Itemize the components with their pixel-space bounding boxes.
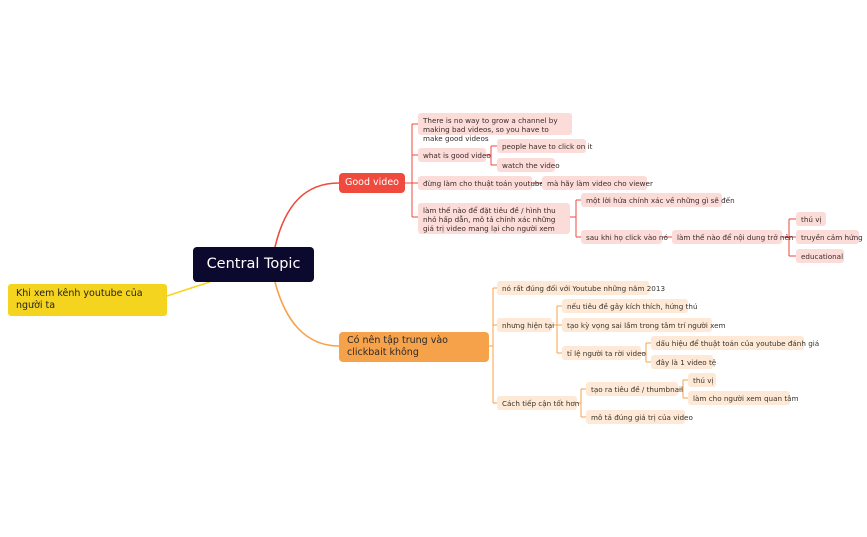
subtopic-what-is-good-video[interactable]: what is good video [418, 148, 491, 162]
subtopic-truyen-cam-hung[interactable]: truyền cảm hứng [796, 230, 863, 244]
connector-central-clickbait [274, 281, 340, 347]
subtopic-ti-le-roi-video[interactable]: tỉ lệ người ta rời video [562, 346, 646, 360]
good-video-connectors [405, 123, 796, 257]
subtopic-thu-vi[interactable]: thú vị [796, 212, 826, 226]
subtopic-lam-the-nao-tieu-de[interactable]: làm thế nào để đặt tiêu đề / hình thu nh… [418, 203, 570, 234]
subtopic-nhung-hien-tai[interactable]: nhưng hiện tại [497, 318, 554, 332]
subtopic-tieu-de-kich-thich[interactable]: nếu tiêu đề gây kích thích, hứng thú [562, 299, 698, 313]
clickbait-connectors [489, 287, 688, 418]
subtopic-tao-tieu-de-thumbnail[interactable]: tạo ra tiêu đề / thumbnail [586, 382, 683, 396]
connector-central-good [274, 182, 340, 248]
main-topic-clickbait[interactable]: Có nên tập trung vào clickbait không [339, 332, 489, 362]
subtopic-video-te[interactable]: đây là 1 video tệ [651, 355, 716, 369]
subtopic-ky-vong-sai-lam[interactable]: tạo kỳ vọng sai lầm trong tâm trí người … [562, 318, 726, 332]
subtopic-dau-hieu-thuat-toan[interactable]: dấu hiệu để thuật toán của youtube đánh … [651, 336, 819, 350]
main-topic-good-video[interactable]: Good video [339, 173, 405, 193]
subtopic-good-n1[interactable]: There is no way to grow a channel by mak… [418, 113, 572, 143]
subtopic-people-click[interactable]: people have to click on it [497, 139, 592, 153]
subtopic-dung-lam-cho-thuat-toan[interactable]: đừng làm cho thuật toán youtube [418, 176, 544, 190]
floating-connector [166, 281, 211, 297]
subtopic-thu-vi-2[interactable]: thú vị [688, 373, 716, 387]
subtopic-lam-video-cho-viewer[interactable]: mà hãy làm video cho viewer [542, 176, 653, 190]
subtopic-youtube-2013[interactable]: nó rất đúng đối với Youtube những năm 20… [497, 281, 665, 295]
subtopic-educational[interactable]: educational [796, 249, 844, 263]
subtopic-cach-tiep-can[interactable]: Cách tiếp cận tốt hơn [497, 396, 579, 410]
subtopic-sau-khi-click[interactable]: sau khi họ click vào nó [581, 230, 668, 244]
subtopic-noi-dung-tro-nen[interactable]: làm thế nào để nội dung trở nên [672, 230, 793, 244]
floating-topic[interactable]: Khi xem kênh youtube của người ta [8, 284, 167, 316]
subtopic-watch-video[interactable]: watch the video [497, 158, 560, 172]
central-topic[interactable]: Central Topic [193, 247, 314, 282]
subtopic-mo-ta-gia-tri[interactable]: mô tả đúng giá trị của video [586, 410, 693, 424]
subtopic-mot-loi-hua[interactable]: một lời hứa chính xác về những gì sẽ đến [581, 193, 735, 207]
subtopic-nguoi-xem-quan-tam[interactable]: làm cho người xem quan tâm [688, 391, 799, 405]
